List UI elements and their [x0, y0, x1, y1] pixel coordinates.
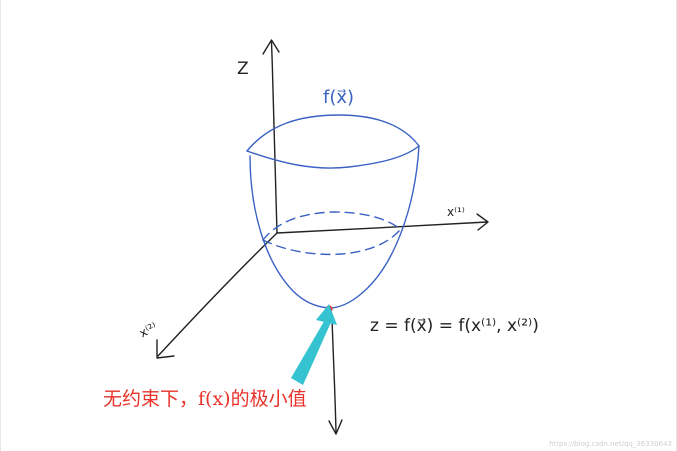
x2-axis-label: x⁽²⁾: [137, 320, 159, 341]
bowl-mid-front: [262, 230, 400, 256]
equation-label: z = f(x⃗) = f(x⁽¹⁾, x⁽²⁾): [370, 316, 539, 336]
caption: 无约束下，f(x)的极小值: [103, 388, 307, 410]
bowl-rim-front: [246, 145, 420, 169]
x1-axis-label: x⁽¹⁾: [447, 205, 465, 219]
bowl-left-side: [249, 155, 330, 309]
bowl-rim-back: [246, 114, 420, 152]
bowl-right-side: [328, 145, 420, 309]
z-axis-label: Z: [237, 59, 249, 79]
bowl-mid-back: [262, 211, 400, 241]
x2-axis: [156, 232, 278, 359]
bowl-surface: [246, 114, 420, 309]
surface-label: f(x⃗): [323, 87, 354, 108]
z-axis-lower: [328, 317, 343, 435]
z-axis: [262, 39, 280, 234]
annotation-arrow: [291, 304, 337, 385]
watermark: https://blog.csdn.net/qq_36330643: [549, 440, 672, 448]
x1-axis: [276, 213, 489, 234]
